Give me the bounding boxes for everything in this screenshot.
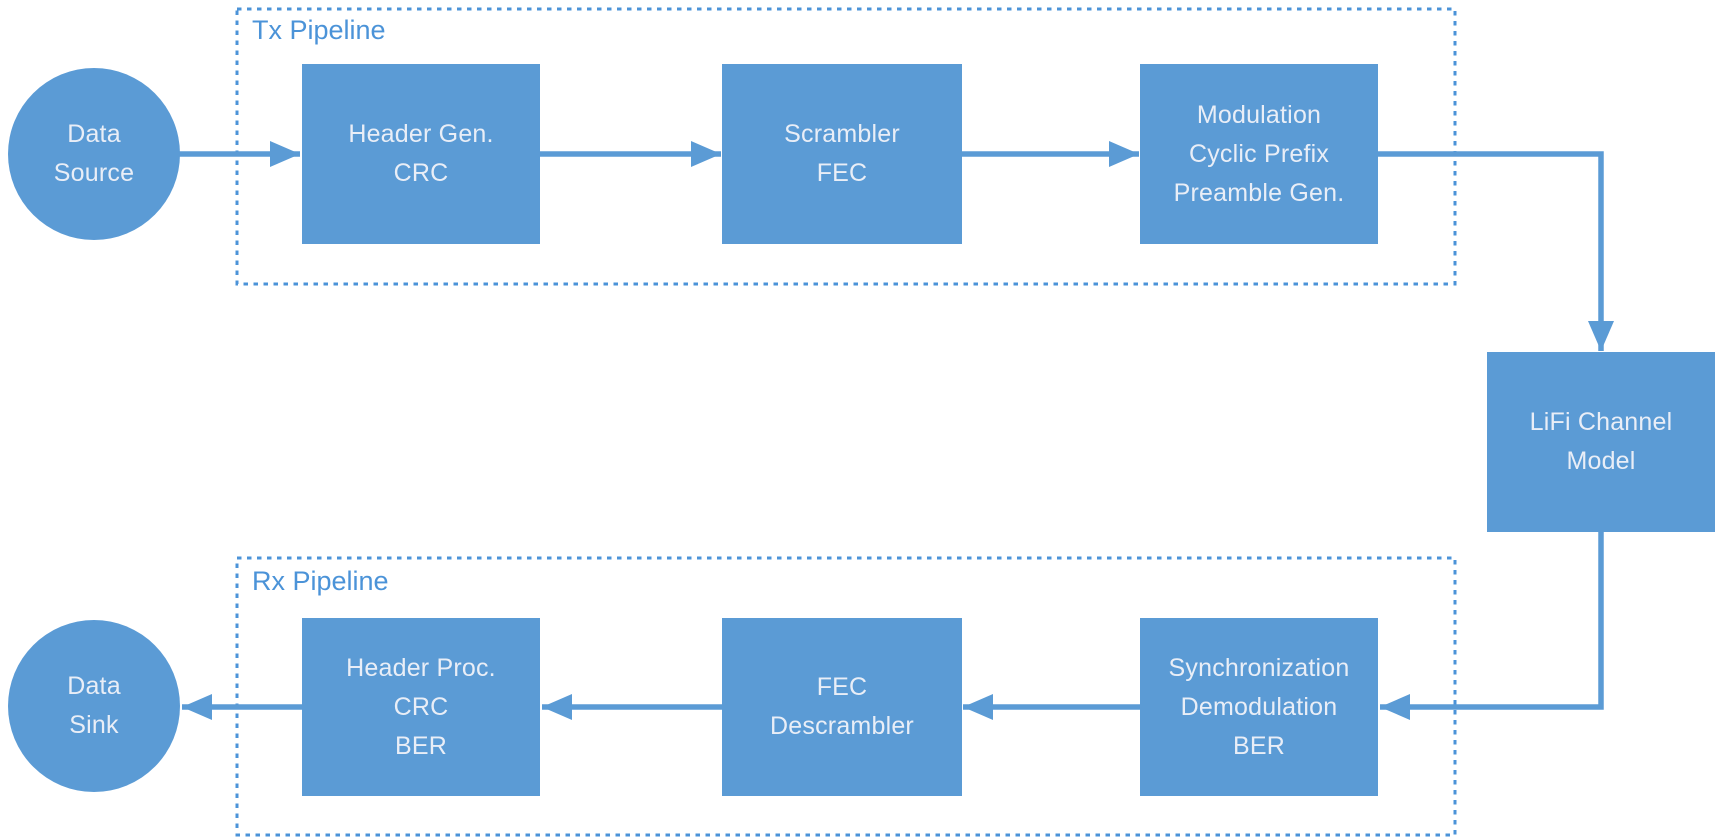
rx-pipeline-box [235,556,1457,837]
node-header-gen: Header Gen. CRC [302,64,540,244]
edge-modulation-to-lifi-channel [1378,151,1614,351]
node-lifi-channel: LiFi Channel Model [1487,352,1715,532]
node-synchronization: Synchronization Demodulation BER [1140,618,1378,796]
edge-lifi-channel-to-synchronization [1380,532,1604,720]
rx-pipeline-label: Rx Pipeline [252,566,389,596]
node-data-sink: Data Sink [8,620,180,792]
node-fec-descrambler: FEC Descrambler [722,618,962,796]
node-scrambler: Scrambler FEC [722,64,962,244]
tx-pipeline-label: Tx Pipeline [252,15,386,45]
node-header-proc: Header Proc. CRC BER [302,618,540,796]
tx-pipeline-box [235,7,1457,286]
node-data-source: Data Source [8,68,180,240]
node-modulation: Modulation Cyclic Prefix Preamble Gen. [1140,64,1378,244]
